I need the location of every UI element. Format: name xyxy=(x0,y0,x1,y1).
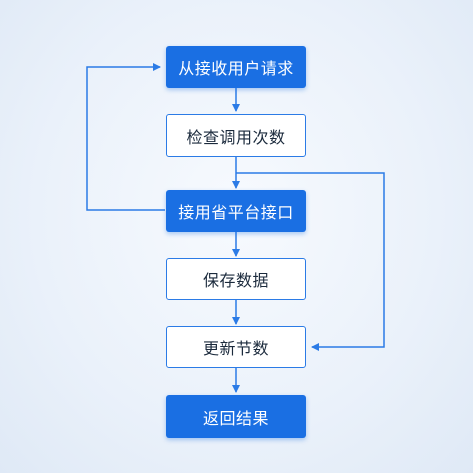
step-save-data[interactable]: 保存数据 xyxy=(166,258,306,300)
step-return-result-label: 返回结果 xyxy=(202,408,269,428)
step-receive-request[interactable]: 从接收用户请求 xyxy=(166,46,306,88)
step-save-data-label: 保存数据 xyxy=(202,271,269,290)
step-update-count[interactable]: 更新节数 xyxy=(166,326,306,368)
loop-left-back-to-request xyxy=(86,63,165,211)
step-call-platform-api-label: 接用省平台接口 xyxy=(178,203,294,222)
step-check-call-count[interactable]: 检查调用次数 xyxy=(166,114,306,157)
step-return-result[interactable]: 返回结果 xyxy=(166,395,306,438)
step-receive-request-label: 从接收用户请求 xyxy=(178,59,294,78)
step-check-call-count-label: 检查调用次数 xyxy=(186,127,286,147)
step-update-count-label: 更新节数 xyxy=(202,339,269,358)
loop-right-to-update xyxy=(236,172,385,351)
step-call-platform-api[interactable]: 接用省平台接口 xyxy=(166,190,306,232)
